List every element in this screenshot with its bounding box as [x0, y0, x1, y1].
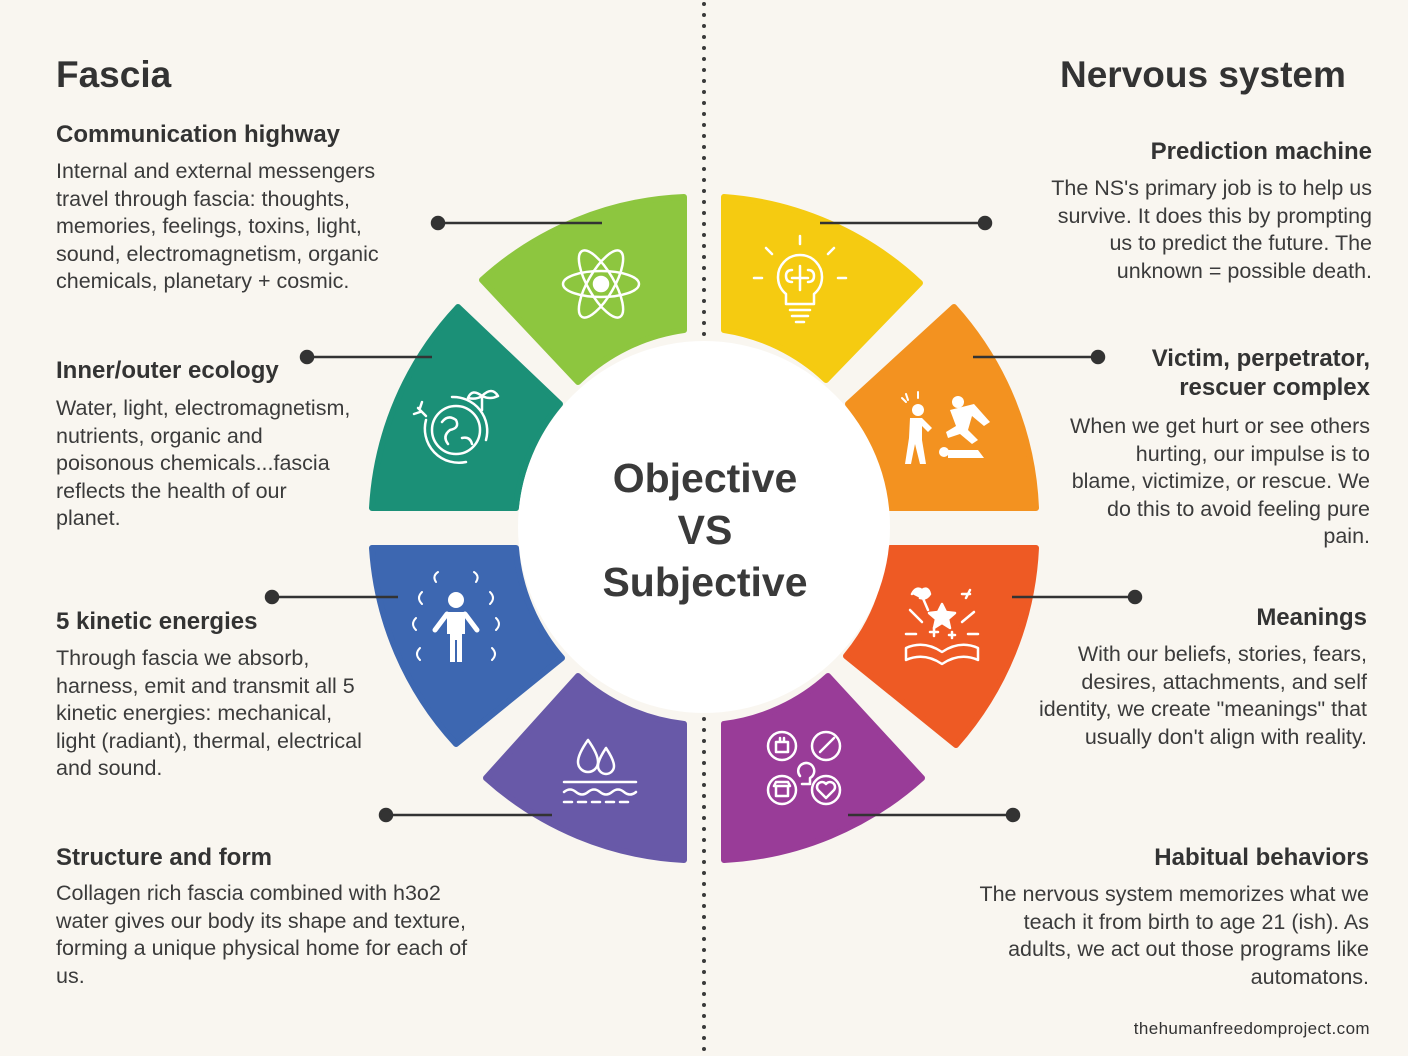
eco-globe-icon — [412, 389, 500, 464]
mind-apps-icon — [766, 730, 842, 806]
meanings-title: Meanings — [1256, 604, 1367, 631]
connector-dot — [1127, 589, 1143, 605]
water-drops-icon — [562, 738, 638, 804]
connector-dot — [264, 589, 280, 605]
habitual-behaviors-text: The nervous system memorizes what we tea… — [979, 882, 1369, 989]
prediction-machine-text: The NS's primary job is to help us survi… — [1051, 176, 1372, 283]
meanings-text: With our beliefs, stories, fears, desire… — [1039, 642, 1367, 749]
inner-outer-ecology-text: Water, light, electromagnetism, nutrient… — [56, 396, 351, 530]
kinetic-energies-text: Through fascia we absorb, harness, emit … — [56, 646, 362, 780]
connector-dot — [378, 807, 394, 823]
center-title-line2: VS — [677, 507, 733, 553]
kinetic-energies-title: 5 kinetic energies — [56, 608, 258, 635]
segment-meanings — [843, 545, 1039, 748]
segment-prediction-machine — [721, 194, 923, 383]
prediction-machine-title: Prediction machine — [1150, 138, 1372, 165]
fascia-heading: Fascia — [56, 54, 172, 95]
center-circle — [518, 341, 890, 713]
connector-dot — [299, 349, 315, 365]
connector-dot — [1090, 349, 1106, 365]
connector-dot — [977, 215, 993, 231]
victim-complex-title: Victim, perpetrator, rescuer complex — [1151, 345, 1370, 401]
radiating-person-icon — [412, 571, 500, 662]
center-title-line1: Objective — [612, 455, 798, 501]
structure-form-text: Collagen rich fascia combined with h3o2 … — [56, 881, 468, 988]
lightbulb-brain-icon — [752, 234, 848, 324]
connector-dot — [430, 215, 446, 231]
connector-dot — [1005, 807, 1021, 823]
victim-complex-text: When we get hurt or see others hurting, … — [1070, 414, 1370, 548]
connectors — [264, 215, 1143, 823]
nervous-system-heading: Nervous system — [1060, 54, 1346, 95]
website-url: thehumanfreedomproject.com — [1133, 1019, 1370, 1038]
communication-highway-text: Internal and external messengers travel … — [56, 159, 379, 293]
communication-highway-title: Communication highway — [56, 121, 341, 148]
inner-outer-ecology-title: Inner/outer ecology — [56, 357, 279, 384]
habitual-behaviors-title: Habitual behaviors — [1154, 844, 1369, 871]
conflict-figures-icon — [901, 391, 990, 464]
structure-form-title: Structure and form — [56, 844, 273, 871]
open-book-sparkle-icon — [904, 587, 980, 666]
center-title: Objective VS Subjective — [560, 452, 850, 608]
center-title-line3: Subjective — [602, 559, 808, 605]
